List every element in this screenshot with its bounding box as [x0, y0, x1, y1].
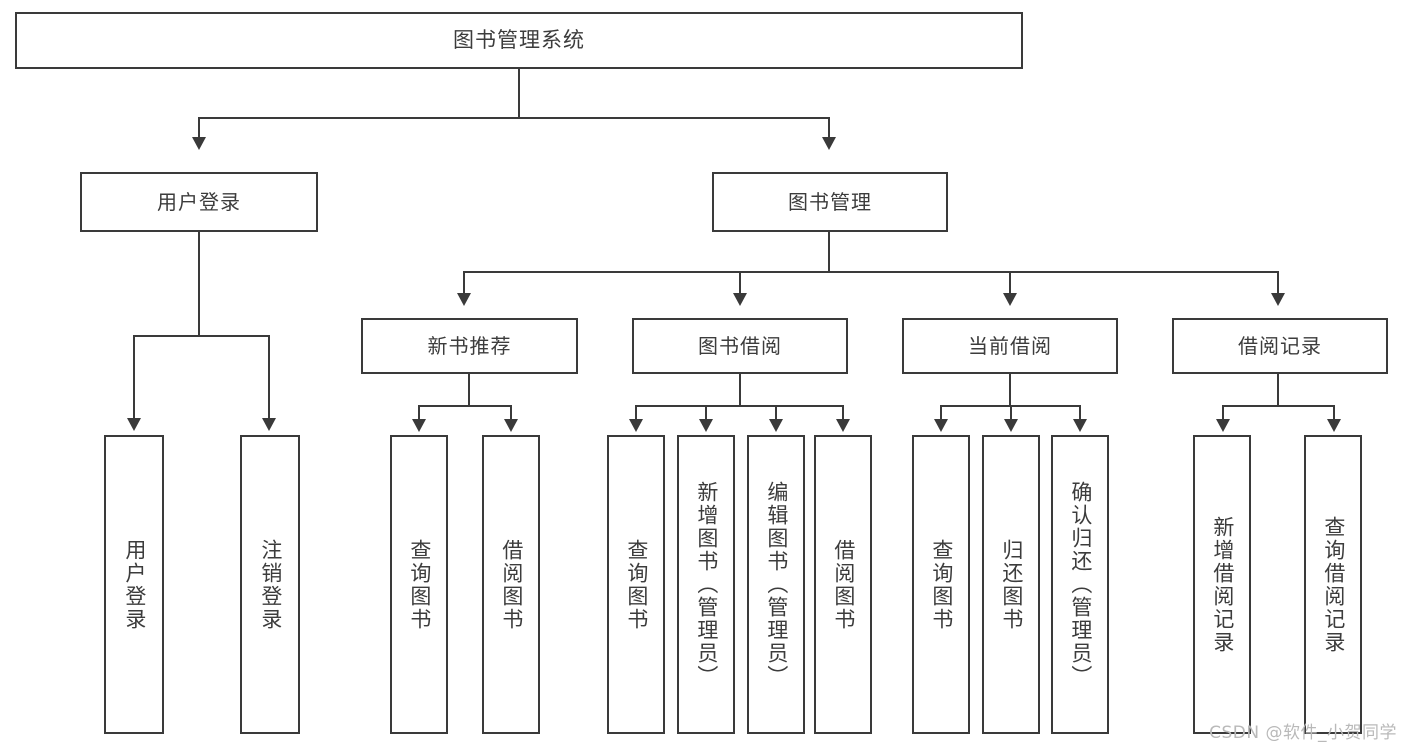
connector-br-drop-2	[1333, 405, 1335, 421]
arrow-to-book-borrow	[733, 293, 747, 306]
connector-bb-stem	[739, 374, 741, 406]
connector-bb-drop-2	[705, 405, 707, 421]
node-label: 图书管理	[788, 189, 872, 214]
connector-br-stem	[1277, 374, 1279, 406]
leaf-user-login[interactable]: 用户登录	[104, 435, 164, 734]
leaf-bb-borrow-book[interactable]: 借阅图书	[814, 435, 872, 734]
connector-book-management-stem	[828, 232, 830, 272]
leaf-label: 确认归还（管理员）	[1068, 481, 1093, 688]
leaf-label: 新增图书（管理员）	[694, 481, 719, 688]
arrow-to-borrow-record	[1271, 293, 1285, 306]
connector-cb-drop-3	[1079, 405, 1081, 421]
arrow-to-leaf-br-2	[1327, 419, 1341, 432]
node-label: 用户登录	[157, 189, 241, 214]
connector-bb-drop-3	[775, 405, 777, 421]
arrow-to-leaf-cb-1	[934, 419, 948, 432]
arrow-to-leaf-nbr-2	[504, 419, 518, 432]
connector-bb-drop-4	[842, 405, 844, 421]
node-current-borrow[interactable]: 当前借阅	[902, 318, 1118, 374]
node-label: 当前借阅	[968, 333, 1052, 358]
connector-bb-bus	[635, 405, 844, 407]
arrow-to-leaf-bb-4	[836, 419, 850, 432]
connector-user-login-drop-1	[133, 335, 135, 420]
leaf-br-query-record[interactable]: 查询借阅记录	[1304, 435, 1362, 734]
connector-user-login-stem	[198, 232, 200, 336]
arrow-to-leaf-bb-2	[699, 419, 713, 432]
arrow-to-new-book-recommend	[457, 293, 471, 306]
connector-book-management-bus	[463, 271, 1277, 273]
connector-br-drop-1	[1222, 405, 1224, 421]
leaf-label: 借阅图书	[831, 538, 856, 631]
arrow-to-leaf-cb-3	[1073, 419, 1087, 432]
connector-bb-drop-1	[635, 405, 637, 421]
leaf-label: 借阅图书	[499, 538, 524, 631]
connector-bm-drop-4	[1277, 271, 1279, 295]
leaf-bb-query-book[interactable]: 查询图书	[607, 435, 665, 734]
connector-user-login-drop-2	[268, 335, 270, 420]
connector-cb-stem	[1009, 374, 1011, 406]
connector-root-bus	[198, 117, 830, 119]
leaf-label: 归还图书	[999, 538, 1024, 631]
connector-bm-drop-2	[739, 271, 741, 295]
node-label: 图书管理系统	[453, 28, 585, 53]
leaf-label: 编辑图书（管理员）	[764, 481, 789, 688]
connector-nbr-stem	[468, 374, 470, 406]
connector-cb-drop-1	[940, 405, 942, 421]
connector-cb-drop-2	[1010, 405, 1012, 421]
connector-root-drop-left	[198, 117, 200, 139]
arrow-to-book-management	[822, 137, 836, 150]
node-book-management[interactable]: 图书管理	[712, 172, 948, 232]
arrow-to-leaf-cb-2	[1004, 419, 1018, 432]
arrow-to-current-borrow	[1003, 293, 1017, 306]
leaf-label: 用户登录	[122, 538, 147, 631]
node-new-book-recommend[interactable]: 新书推荐	[361, 318, 578, 374]
connector-nbr-bus	[418, 405, 512, 407]
node-label: 图书借阅	[698, 333, 782, 358]
leaf-cb-query-book[interactable]: 查询图书	[912, 435, 970, 734]
arrow-to-leaf-nbr-1	[412, 419, 426, 432]
arrow-to-leaf-user-login	[127, 418, 141, 431]
leaf-br-add-record[interactable]: 新增借阅记录	[1193, 435, 1251, 734]
leaf-label: 查询图书	[624, 538, 649, 631]
connector-bm-drop-1	[463, 271, 465, 295]
leaf-cb-confirm-return-admin[interactable]: 确认归还（管理员）	[1051, 435, 1109, 734]
connector-bm-drop-3	[1009, 271, 1011, 295]
connector-nbr-drop-1	[418, 405, 420, 421]
connector-nbr-drop-2	[510, 405, 512, 421]
node-root-book-management-system[interactable]: 图书管理系统	[15, 12, 1023, 69]
arrow-to-leaf-bb-1	[629, 419, 643, 432]
leaf-label: 注销登录	[258, 538, 283, 631]
leaf-label: 查询图书	[929, 538, 954, 631]
leaf-label: 查询借阅记录	[1321, 515, 1346, 654]
node-book-borrow[interactable]: 图书借阅	[632, 318, 848, 374]
leaf-nbr-query-book[interactable]: 查询图书	[390, 435, 448, 734]
node-borrow-record[interactable]: 借阅记录	[1172, 318, 1388, 374]
arrow-to-user-login	[192, 137, 206, 150]
arrow-to-leaf-logout	[262, 418, 276, 431]
node-label: 借阅记录	[1238, 333, 1322, 358]
connector-br-bus	[1222, 405, 1335, 407]
connector-user-login-bus	[133, 335, 270, 337]
leaf-bb-edit-book-admin[interactable]: 编辑图书（管理员）	[747, 435, 805, 734]
leaf-label: 查询图书	[407, 538, 432, 631]
leaf-label: 新增借阅记录	[1210, 515, 1235, 654]
node-user-login[interactable]: 用户登录	[80, 172, 318, 232]
leaf-nbr-borrow-book[interactable]: 借阅图书	[482, 435, 540, 734]
arrow-to-leaf-br-1	[1216, 419, 1230, 432]
node-label: 新书推荐	[427, 333, 512, 358]
arrow-to-leaf-bb-3	[769, 419, 783, 432]
leaf-bb-add-book-admin[interactable]: 新增图书（管理员）	[677, 435, 735, 734]
leaf-cb-return-book[interactable]: 归还图书	[982, 435, 1040, 734]
connector-root-stem	[518, 69, 520, 117]
connector-root-drop-right	[828, 117, 830, 139]
leaf-logout[interactable]: 注销登录	[240, 435, 300, 734]
